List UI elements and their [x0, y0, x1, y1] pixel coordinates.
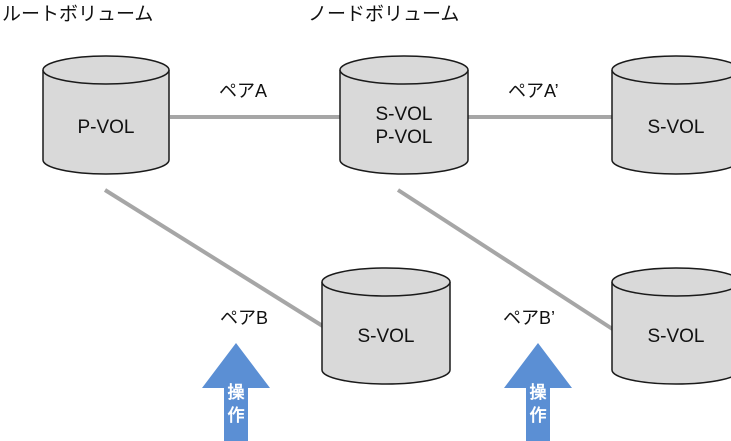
pair-a-prime-label: ペアA’	[508, 81, 559, 101]
pair-b-prime-connector	[396, 188, 616, 332]
node-volume-label-svol: S-VOL	[375, 104, 432, 125]
pair-a-label: ペアA	[219, 81, 268, 101]
root-volume-heading: ルートボリューム	[2, 4, 154, 25]
operation-arrow-b-prime-text-2: 作	[530, 405, 547, 426]
root-secondary-volume-cylinder: S-VOL	[321, 267, 451, 385]
node-secondary-b-volume-label: S-VOL	[647, 326, 704, 347]
node-secondary-b-volume-cylinder: S-VOL	[611, 267, 731, 385]
node-secondary-volume-cylinder: S-VOL	[611, 55, 731, 175]
operation-arrow-b-prime-text-1: 操	[530, 382, 547, 403]
operation-arrow-pair-b-prime: 操 作	[504, 343, 572, 441]
operation-arrow-pair-b: 操 作	[202, 343, 270, 441]
pair-b-prime-label: ペアB’	[503, 308, 556, 328]
root-volume-cylinder: P-VOL	[42, 55, 170, 175]
node-volume-heading: ノードボリューム	[308, 4, 460, 25]
operation-arrow-b-text-1: 操	[228, 382, 245, 403]
operation-arrow-b-text-2: 作	[228, 405, 245, 426]
node-volume-label-pvol: P-VOL	[375, 127, 432, 148]
node-secondary-volume-label: S-VOL	[647, 117, 704, 138]
root-volume-label: P-VOL	[77, 117, 134, 138]
pair-b-connector	[103, 188, 331, 332]
node-volume-cylinder: S-VOL P-VOL	[339, 55, 469, 175]
root-secondary-volume-label: S-VOL	[357, 326, 414, 347]
pair-b-label: ペアB	[220, 308, 269, 328]
